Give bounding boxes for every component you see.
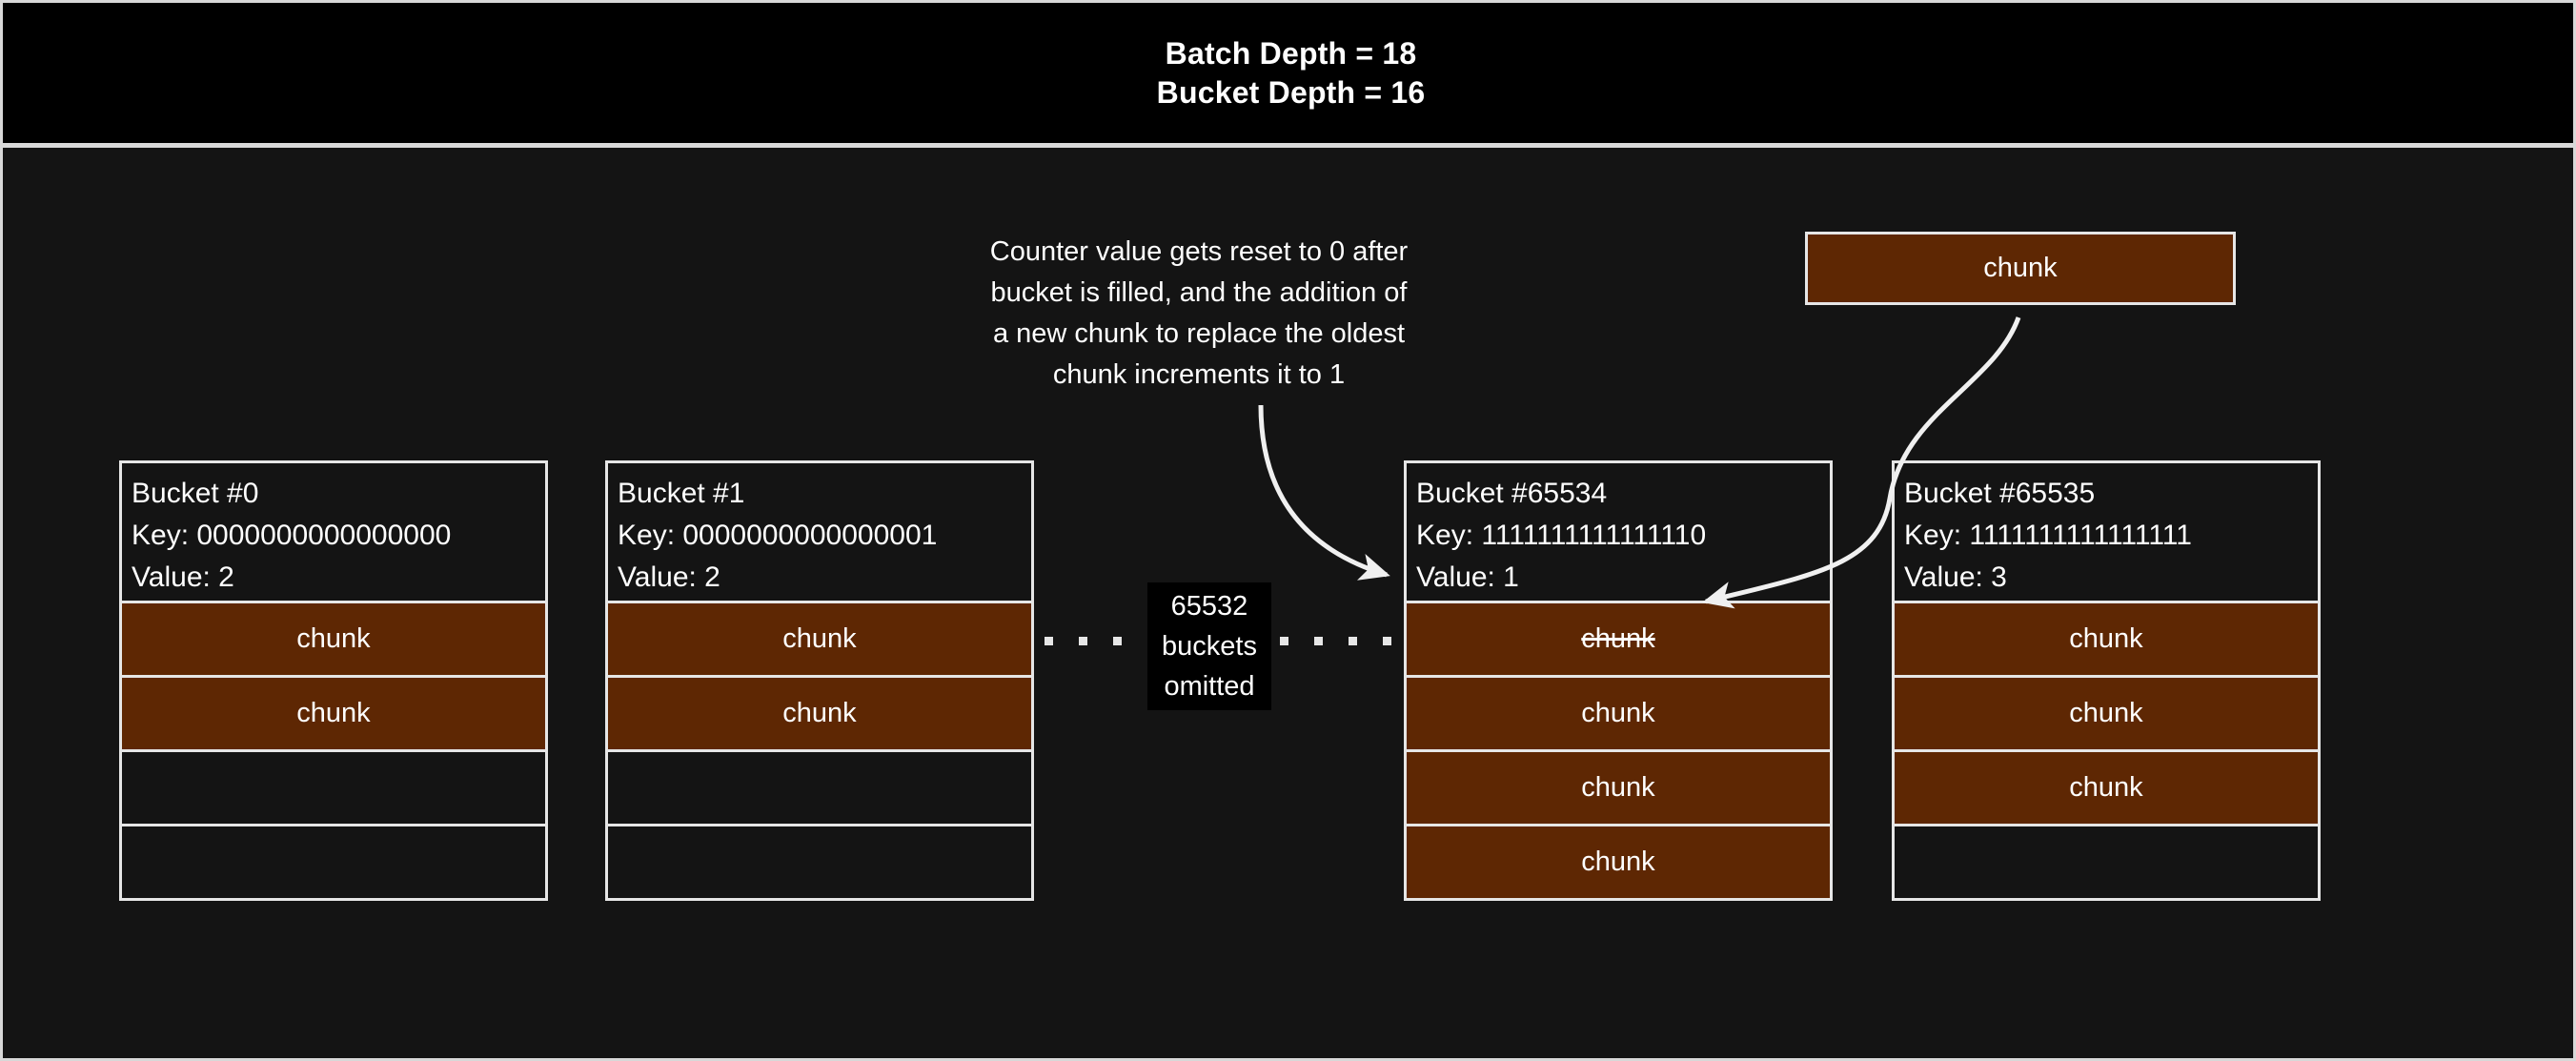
annotation-line-4: chunk increments it to 1 [1052, 359, 1346, 390]
ellipsis-dots-left [1045, 637, 1156, 645]
bucket-slot-0-0[interactable]: chunk [119, 603, 548, 678]
bucket-header-65535: Bucket #65535 Key: 1111111111111111 Valu… [1892, 460, 2321, 603]
slot-label: chunk [1581, 847, 1655, 877]
bucket-card-65535[interactable]: Bucket #65535 Key: 1111111111111111 Valu… [1892, 460, 2321, 901]
bucket-slot-65535-3[interactable] [1892, 826, 2321, 901]
dot [1113, 637, 1122, 645]
bucket-slot-65535-2[interactable]: chunk [1892, 752, 2321, 826]
bucket-value-65534: Value: 1 [1416, 561, 1519, 593]
bucket-value-0: Value: 2 [132, 561, 234, 593]
annotation-line-3: a new chunk to replace the oldest [992, 318, 1406, 349]
header-banner: Batch Depth = 18 Bucket Depth = 16 [3, 3, 2573, 148]
dot [1314, 637, 1323, 645]
annotation-note: Counter value gets reset to 0 after buck… [913, 232, 1485, 396]
annotation-line-2: bucket is filled, and the addition of [990, 277, 1408, 308]
bucket-key-1: Key: 0000000000000001 [618, 520, 938, 551]
slot-label: chunk [2069, 698, 2143, 728]
bucket-slot-65534-3[interactable]: chunk [1404, 826, 1833, 901]
dot [1280, 637, 1288, 645]
bucket-card-1[interactable]: Bucket #1 Key: 0000000000000001 Value: 2… [605, 460, 1034, 901]
bucket-slot-65535-0[interactable]: chunk [1892, 603, 2321, 678]
bucket-value-1: Value: 2 [618, 561, 720, 593]
bucket-slot-65535-1[interactable]: chunk [1892, 678, 2321, 752]
bucket-slot-65534-1[interactable]: chunk [1404, 678, 1833, 752]
bucket-slot-1-2[interactable] [605, 752, 1034, 826]
annotation-arrow [1258, 404, 1390, 581]
bucket-title-0: Bucket #0 [132, 478, 259, 509]
slot-label: chunk [296, 623, 371, 654]
bucket-header-65534: Bucket #65534 Key: 1111111111111110 Valu… [1404, 460, 1833, 603]
bucket-slot-1-1[interactable]: chunk [605, 678, 1034, 752]
bucket-slot-1-0[interactable]: chunk [605, 603, 1034, 678]
slot-label: chunk [296, 698, 371, 728]
omitted-word: omitted [1164, 671, 1255, 702]
bucket-slot-65534-0[interactable]: chunk [1404, 603, 1833, 678]
dot [1383, 637, 1391, 645]
bucket-slot-0-1[interactable]: chunk [119, 678, 548, 752]
bucket-header-0: Bucket #0 Key: 0000000000000000 Value: 2 [119, 460, 548, 603]
bucket-key-65535: Key: 1111111111111111 [1904, 520, 2192, 551]
slot-label: chunk [1581, 772, 1655, 803]
bucket-key-0: Key: 0000000000000000 [132, 520, 452, 551]
batch-depth-label: Batch Depth = 18 [1165, 35, 1417, 71]
bucket-key-65534: Key: 1111111111111110 [1416, 520, 1707, 551]
dot [1079, 637, 1087, 645]
bucket-value-65535: Value: 3 [1904, 561, 2007, 593]
bucket-title-65534: Bucket #65534 [1416, 478, 1608, 509]
omitted-buckets-label: 65532 buckets omitted [1147, 582, 1271, 710]
floating-chunk-label: chunk [1983, 253, 2058, 283]
dot [1045, 637, 1053, 645]
dot [1349, 637, 1357, 645]
bucket-card-65534[interactable]: Bucket #65534 Key: 1111111111111110 Valu… [1404, 460, 1833, 901]
bucket-slot-1-3[interactable] [605, 826, 1034, 901]
slot-label-struck: chunk [1581, 623, 1655, 654]
bucket-header-1: Bucket #1 Key: 0000000000000001 Value: 2 [605, 460, 1034, 603]
floating-chunk-box[interactable]: chunk [1805, 232, 2236, 305]
slot-label: chunk [1581, 698, 1655, 728]
bucket-title-1: Bucket #1 [618, 478, 745, 509]
ellipsis-dots-right [1280, 637, 1391, 645]
slot-label: chunk [782, 698, 857, 728]
slot-label: chunk [2069, 772, 2143, 803]
omitted-count: 65532 [1170, 591, 1248, 622]
slot-label: chunk [2069, 623, 2143, 654]
bucket-card-0[interactable]: Bucket #0 Key: 0000000000000000 Value: 2… [119, 460, 548, 901]
bucket-slot-0-2[interactable] [119, 752, 548, 826]
annotation-line-1: Counter value gets reset to 0 after [989, 236, 1409, 267]
bucket-slot-0-3[interactable] [119, 826, 548, 901]
bucket-slot-65534-2[interactable]: chunk [1404, 752, 1833, 826]
slot-label: chunk [782, 623, 857, 654]
omitted-unit: buckets [1162, 631, 1257, 662]
bucket-title-65535: Bucket #65535 [1904, 478, 2096, 509]
bucket-depth-label: Bucket Depth = 16 [1156, 74, 1426, 110]
